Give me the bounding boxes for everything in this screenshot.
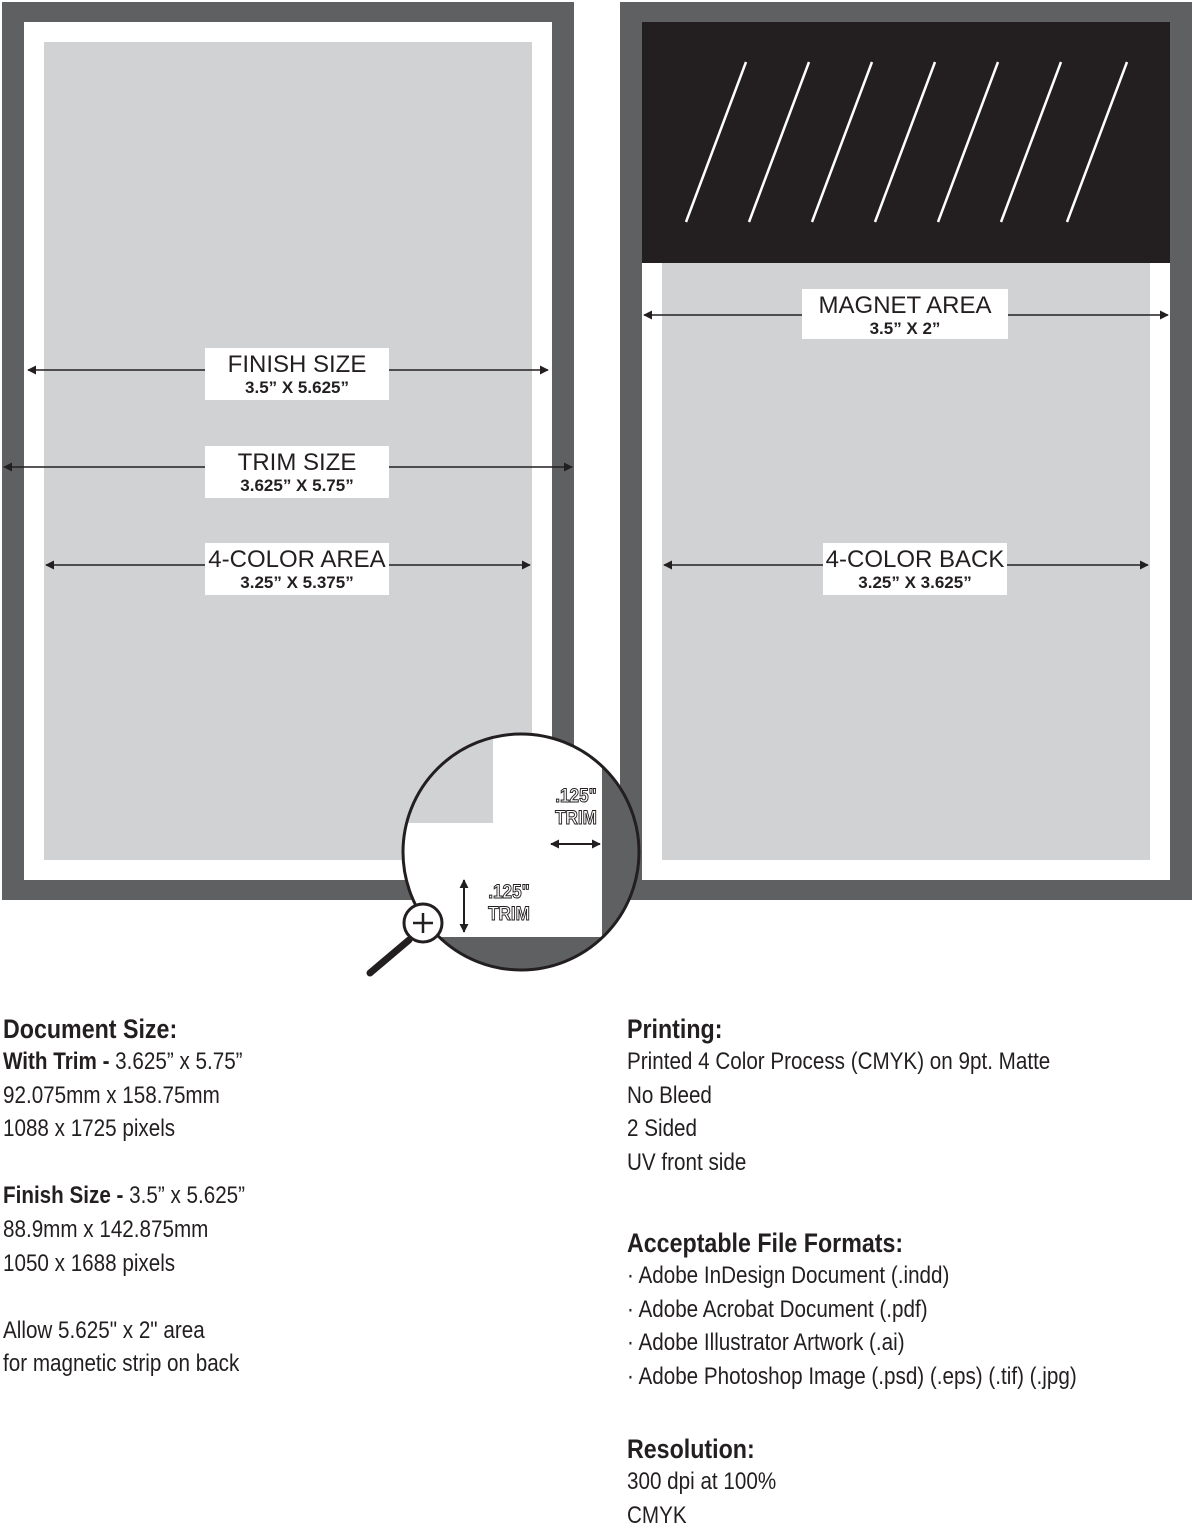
finish-size-text-value: 3.5” x 5.625” bbox=[123, 1182, 246, 1210]
file-format-item: · Adobe Acrobat Document (.pdf) bbox=[627, 1295, 928, 1323]
color-area-label: 4-COLOR AREA 3.25” X 5.375” bbox=[205, 543, 389, 595]
color-area-dims: 3.25” X 5.375” bbox=[240, 573, 354, 592]
finish-size-line: Finish Size - 3.5” x 5.625” bbox=[3, 1179, 485, 1213]
printing-line: Printed 4 Color Process (CMYK) on 9pt. M… bbox=[627, 1048, 1051, 1075]
trim-callout-bottom-label: TRIM bbox=[488, 904, 531, 926]
with-trim-line: With Trim - 3.625” x 5.75” bbox=[3, 1045, 485, 1079]
finish-size-text-label: Finish Size - bbox=[3, 1182, 124, 1210]
color-back-dims: 3.25” X 3.625” bbox=[858, 573, 972, 592]
resolution-section: Resolution: 300 dpi at 100% CMYK bbox=[627, 1433, 1187, 1532]
finish-size-pixels: 1050 x 1688 pixels bbox=[3, 1249, 176, 1277]
finish-size-label: FINISH SIZE 3.5” X 5.625” bbox=[205, 348, 389, 400]
magnifier-icon bbox=[366, 902, 444, 977]
document-size-section: Document Size: With Trim - 3.625” x 5.75… bbox=[3, 1013, 563, 1381]
trim-callout-right-label: TRIM bbox=[555, 808, 598, 830]
with-trim-pixels: 1088 x 1725 pixels bbox=[3, 1115, 176, 1143]
magnet-area-dims: 3.5” X 2” bbox=[869, 319, 941, 338]
trim-size-label: TRIM SIZE 3.625” X 5.75” bbox=[205, 446, 389, 498]
printing-section: Printing: Printed 4 Color Process (CMYK)… bbox=[627, 1013, 1187, 1179]
file-format-item: · Adobe Photoshop Image (.psd) (.eps) (.… bbox=[627, 1362, 1077, 1390]
resolution-line: 300 dpi at 100% bbox=[627, 1468, 777, 1495]
dimension-diagram bbox=[3, 61, 1169, 977]
trim-callout-right: .125" TRIM bbox=[548, 786, 604, 830]
trim-callout-right-value: .125" bbox=[555, 786, 597, 808]
document-size-heading: Document Size: bbox=[3, 1014, 178, 1044]
resolution-line: CMYK bbox=[627, 1501, 687, 1529]
trim-size-dims: 3.625” X 5.75” bbox=[240, 476, 354, 495]
printing-heading: Printing: bbox=[627, 1014, 723, 1044]
trim-size-title: TRIM SIZE bbox=[237, 449, 357, 476]
trim-callout-bottom: .125" TRIM bbox=[479, 882, 538, 926]
finish-size-dims: 3.5” X 5.625” bbox=[245, 378, 349, 397]
file-formats-section: Acceptable File Formats: · Adobe InDesig… bbox=[627, 1227, 1187, 1393]
finish-size-title: FINISH SIZE bbox=[227, 351, 367, 378]
printing-line: UV front side bbox=[627, 1148, 747, 1176]
with-trim-value: 3.625” x 5.75” bbox=[109, 1048, 243, 1075]
color-back-label: 4-COLOR BACK 3.25” X 3.625” bbox=[823, 543, 1007, 595]
with-trim-label: With Trim - bbox=[3, 1048, 110, 1075]
resolution-heading: Resolution: bbox=[627, 1434, 755, 1464]
printing-line: 2 Sided bbox=[627, 1115, 698, 1143]
color-back-title: 4-COLOR BACK bbox=[825, 546, 1005, 573]
finish-size-mm: 88.9mm x 142.875mm bbox=[3, 1215, 209, 1243]
magnet-note-line1: Allow 5.625" x 2" area bbox=[3, 1316, 205, 1344]
color-area-title: 4-COLOR AREA bbox=[208, 546, 386, 573]
with-trim-mm: 92.075mm x 158.75mm bbox=[3, 1081, 220, 1109]
file-format-item: · Adobe InDesign Document (.indd) bbox=[627, 1262, 950, 1289]
magnifier-lens bbox=[401, 732, 641, 972]
printing-line: No Bleed bbox=[627, 1081, 712, 1109]
file-formats-heading: Acceptable File Formats: bbox=[627, 1228, 904, 1258]
file-format-item: · Adobe Illustrator Artwork (.ai) bbox=[627, 1329, 905, 1357]
magnet-area-title: MAGNET AREA bbox=[818, 292, 992, 319]
magnet-stripes bbox=[684, 61, 1129, 223]
trim-callout-bottom-value: .125" bbox=[488, 882, 530, 904]
magnet-note-line2: for magnetic strip on back bbox=[3, 1350, 240, 1378]
magnet-area-label: MAGNET AREA 3.5” X 2” bbox=[802, 289, 1008, 339]
